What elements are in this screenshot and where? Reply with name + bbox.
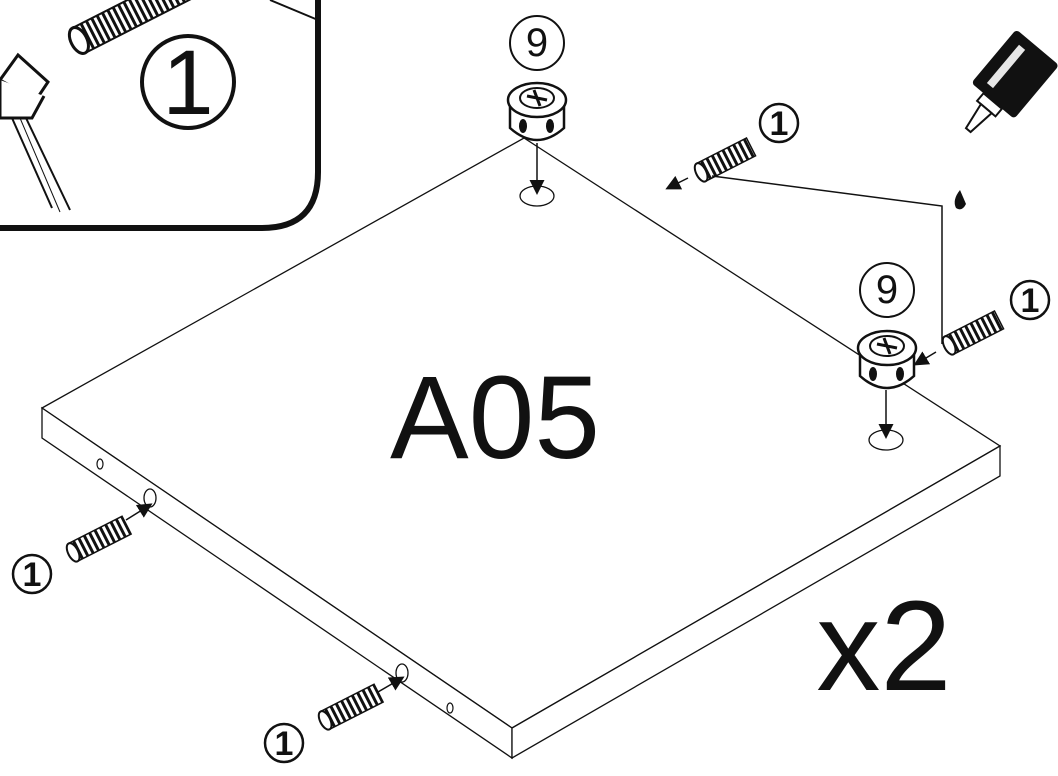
insert-arrow xyxy=(665,175,689,190)
cam-lock-icon xyxy=(856,329,918,390)
inset-part-badge xyxy=(140,34,236,130)
panel-a05 xyxy=(40,137,1002,760)
glue-lines xyxy=(711,175,943,344)
inset-border xyxy=(0,0,321,231)
part-badge-1 xyxy=(11,553,53,595)
insert-arrow xyxy=(125,503,153,521)
inset-part-number: 1 xyxy=(162,32,213,134)
part-badge-1 xyxy=(758,102,800,144)
dowel-icon xyxy=(65,515,133,563)
part-number-1: 1 xyxy=(1021,282,1040,320)
inset-dowel-icon xyxy=(67,0,221,55)
part-number-9: 9 xyxy=(526,21,548,65)
edge-hole xyxy=(446,702,454,714)
dowel-hole xyxy=(143,488,157,508)
glue-drop xyxy=(954,190,966,210)
glue-bottle-icon xyxy=(964,30,1058,134)
cam-lock-icon xyxy=(506,81,568,142)
edge-hole xyxy=(96,458,104,470)
dowel-icon xyxy=(941,310,1005,356)
part-number-1: 1 xyxy=(770,105,789,143)
part-badge-1 xyxy=(1009,279,1051,321)
inset-detail: 1 xyxy=(0,0,321,231)
part-number-1: 1 xyxy=(275,725,294,763)
hammer-icon xyxy=(0,52,71,213)
part-badge-9 xyxy=(509,15,565,71)
part-badge-1 xyxy=(263,722,305,764)
part-badge-9 xyxy=(859,262,915,318)
insert-arrow xyxy=(377,676,405,693)
quantity-label: x2 xyxy=(816,575,951,718)
dowel-icon xyxy=(693,137,757,183)
dowel-hole xyxy=(395,663,409,683)
panel-label: A05 xyxy=(390,352,600,484)
part-number-1: 1 xyxy=(23,556,42,594)
dowel-icon xyxy=(317,683,385,731)
part-number-9: 9 xyxy=(876,268,898,312)
insert-arrow xyxy=(913,351,937,366)
